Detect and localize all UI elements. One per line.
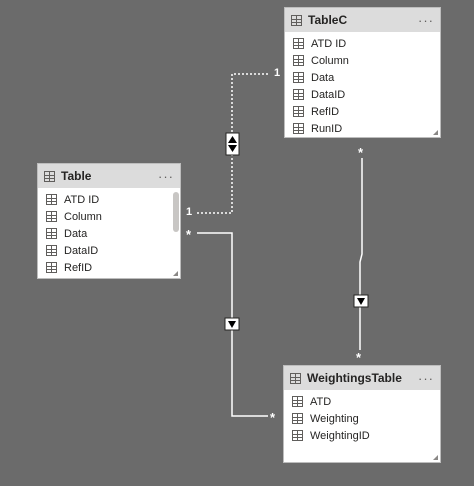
field-item[interactable]: ATD	[284, 393, 440, 410]
field-item[interactable]: Data	[38, 225, 180, 242]
column-icon	[293, 106, 304, 117]
field-item[interactable]: WeightingID	[284, 427, 440, 444]
card-header[interactable]: WeightingsTable ···	[284, 366, 440, 390]
table-title: WeightingsTable	[307, 371, 402, 385]
card-header[interactable]: TableC ···	[285, 8, 440, 32]
filter-direction-icon	[224, 317, 240, 331]
field-item[interactable]: ATD ID	[285, 35, 440, 52]
more-options-icon[interactable]: ···	[418, 12, 434, 28]
bidirectional-filter-icon	[225, 132, 240, 156]
cardinality-many: *	[186, 227, 192, 242]
table-title: Table	[61, 169, 92, 183]
column-icon	[292, 396, 303, 407]
column-icon	[293, 89, 304, 100]
resize-handle[interactable]	[173, 271, 178, 276]
column-icon	[292, 430, 303, 441]
field-item[interactable]: ATD ID	[38, 191, 180, 208]
table-icon	[291, 14, 302, 26]
column-icon	[46, 262, 57, 273]
column-icon	[293, 123, 304, 134]
cardinality-many: *	[358, 145, 364, 160]
cardinality-many: *	[270, 410, 276, 425]
column-icon	[46, 194, 57, 205]
column-icon	[292, 413, 303, 424]
relationship-tablec-weightings	[359, 158, 363, 350]
cardinality-many: *	[356, 350, 362, 365]
column-icon	[46, 245, 57, 256]
column-icon	[293, 72, 304, 83]
column-icon	[46, 228, 57, 239]
table-icon	[44, 170, 55, 182]
field-item[interactable]: RefID	[38, 259, 180, 276]
column-icon	[46, 211, 57, 222]
field-item[interactable]: Weighting	[284, 410, 440, 427]
table-card-table[interactable]: Table ··· ATD ID Column Data DataID RefI…	[37, 163, 181, 279]
field-item[interactable]: Column	[38, 208, 180, 225]
column-icon	[293, 55, 304, 66]
table-card-tablec[interactable]: TableC ··· ATD ID Column Data DataID Ref…	[284, 7, 441, 138]
field-item[interactable]: RefID	[285, 103, 440, 120]
filter-direction-icon	[353, 294, 369, 308]
field-item[interactable]: DataID	[285, 86, 440, 103]
field-item[interactable]: Data	[285, 69, 440, 86]
more-options-icon[interactable]: ···	[158, 168, 174, 184]
field-item[interactable]: Column	[285, 52, 440, 69]
cardinality-one: 1	[274, 67, 281, 79]
field-item[interactable]: RunID	[285, 120, 440, 137]
card-header[interactable]: Table ···	[38, 164, 180, 188]
cardinality-one: 1	[186, 206, 193, 218]
column-icon	[293, 38, 304, 49]
table-title: TableC	[308, 13, 348, 27]
table-icon	[290, 372, 301, 384]
resize-handle[interactable]	[433, 455, 438, 460]
resize-handle[interactable]	[433, 130, 438, 135]
more-options-icon[interactable]: ···	[418, 370, 434, 386]
field-item[interactable]: DataID	[38, 242, 180, 259]
scrollbar[interactable]	[173, 192, 179, 232]
table-card-weightingstable[interactable]: WeightingsTable ··· ATD Weighting Weight…	[283, 365, 441, 463]
